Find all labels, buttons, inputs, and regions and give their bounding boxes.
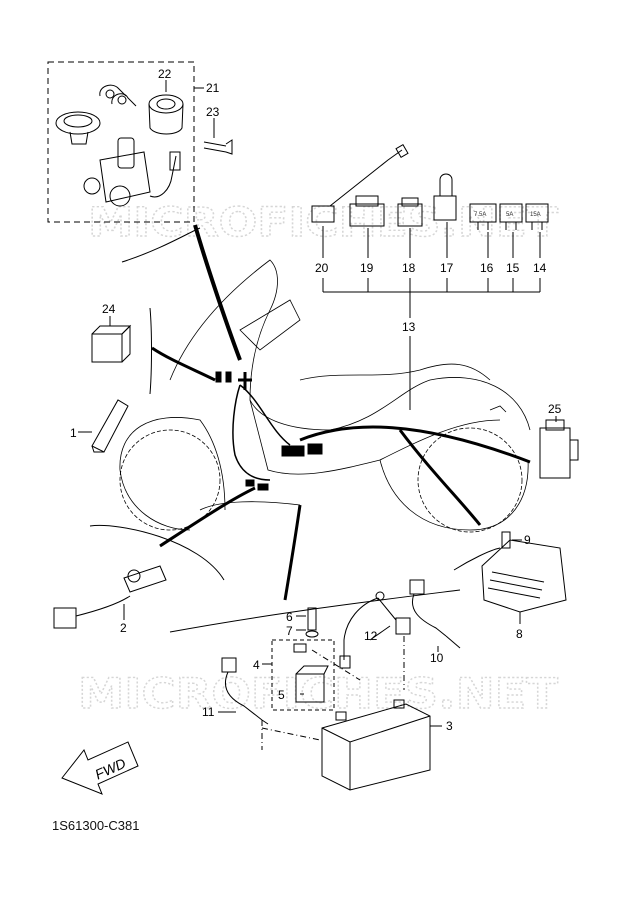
forward-arrow-icon: [61, 741, 139, 795]
callout-18: 18: [402, 261, 416, 275]
relay-24: [91, 316, 132, 363]
callout-22: 22: [158, 67, 172, 81]
watermark-bottom: MICROFICHES.NET: [78, 669, 558, 718]
starter-relay-4: [262, 607, 335, 711]
callout-1: 1: [70, 426, 77, 440]
fuse-label-3: 15A: [530, 212, 541, 218]
main-wire-harness: [89, 224, 531, 633]
wire-sheath-1: [78, 399, 129, 453]
scooter-outline: [119, 259, 531, 533]
callout-2: 2: [120, 621, 127, 635]
callout-8: 8: [516, 627, 523, 641]
callout-17: 17: [440, 261, 454, 275]
battery-3: [321, 699, 442, 791]
callout-25: 25: [548, 402, 562, 416]
fuse-label-1: 7.5A: [474, 212, 486, 218]
callout-10: 10: [430, 651, 444, 665]
callout-21: 21: [206, 81, 220, 95]
callout-3: 3: [446, 719, 453, 733]
callout-11: 11: [202, 705, 215, 719]
rectifier-regulator-8: [481, 531, 567, 624]
main-switch-set: [47, 61, 233, 223]
callout-13: 13: [402, 320, 416, 334]
callout-9: 9: [524, 533, 531, 547]
sidestand-switch-2: [53, 565, 167, 629]
callout-16: 16: [480, 261, 494, 275]
callout-5: 5: [278, 688, 285, 702]
callout-24: 24: [102, 302, 116, 316]
wire-harness-components: [311, 143, 549, 410]
callout-7: 7: [286, 624, 293, 638]
callout-12: 12: [364, 629, 378, 643]
fuse-label-2: 5A: [506, 212, 513, 218]
battery-cables: [218, 579, 461, 750]
callouts: 1 2 3 4 5 6 7 8 9 10 11 12 13 14 15 16 1…: [70, 67, 562, 733]
callout-19: 19: [360, 261, 374, 275]
callout-23: 23: [206, 105, 220, 119]
key-icon: [99, 84, 137, 107]
flasher-relay-25: [539, 416, 579, 479]
callout-4: 4: [253, 658, 260, 672]
callout-6: 6: [286, 610, 293, 624]
callout-15: 15: [506, 261, 520, 275]
callout-20: 20: [315, 261, 329, 275]
diagram-code: 1S61300-C381: [52, 818, 140, 833]
callout-14: 14: [533, 261, 547, 275]
